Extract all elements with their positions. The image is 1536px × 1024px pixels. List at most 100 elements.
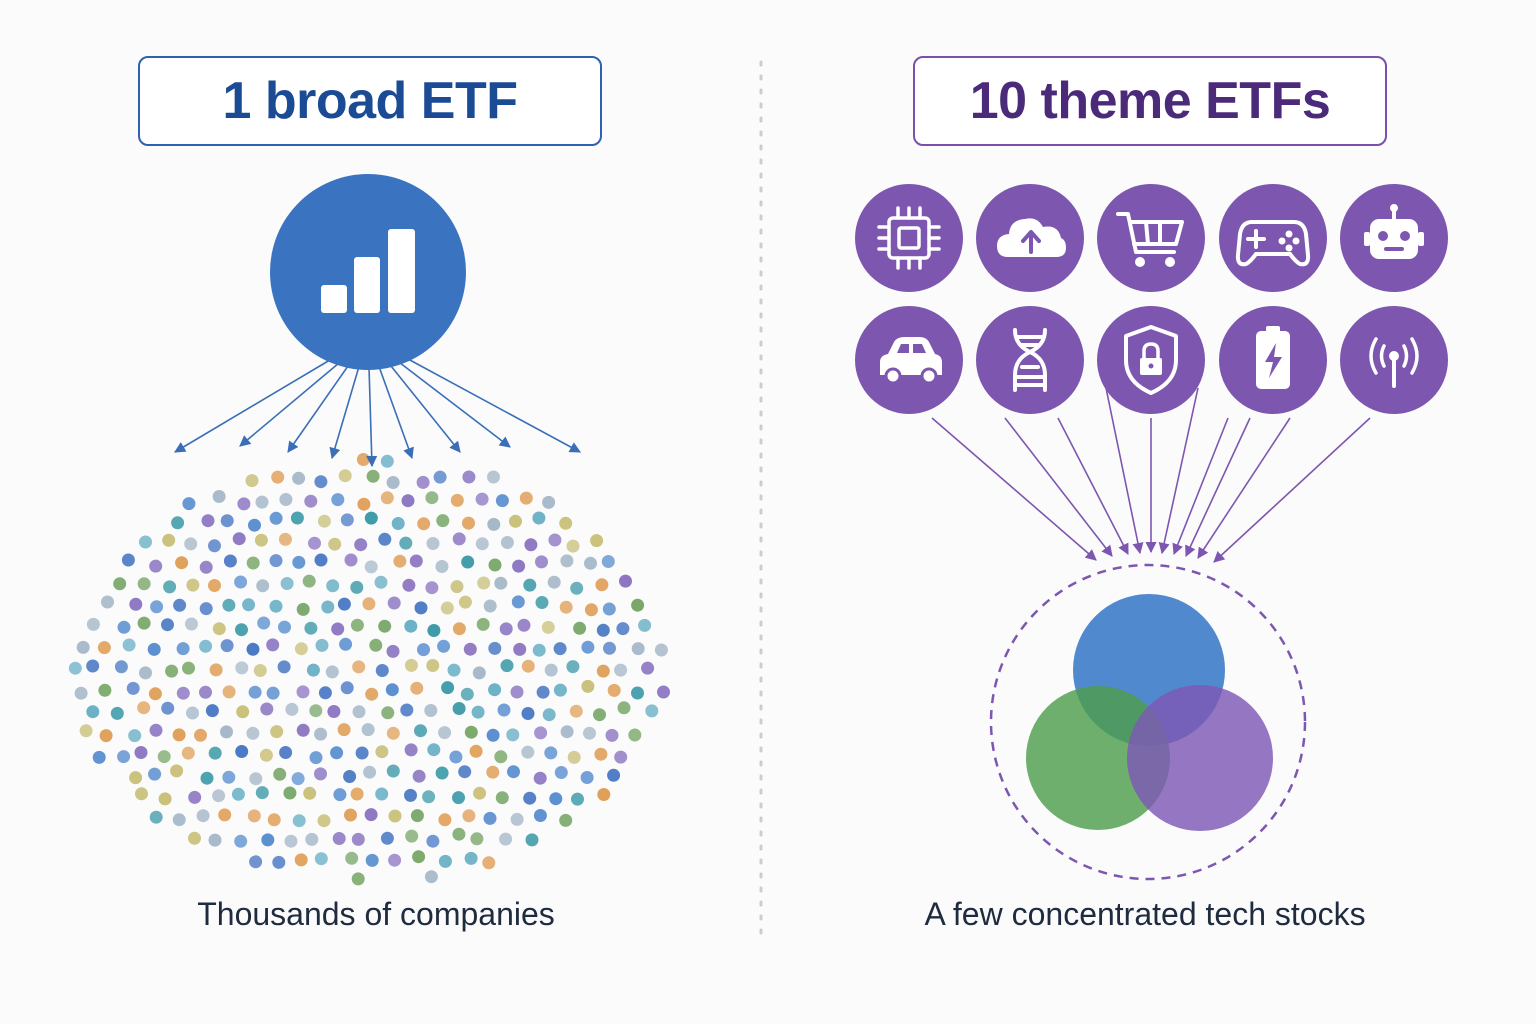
company-dot xyxy=(441,681,455,695)
company-dot xyxy=(122,638,136,652)
company-dot xyxy=(184,537,198,551)
theme-etf-arrow xyxy=(1213,417,1371,563)
company-dot xyxy=(487,470,500,484)
company-dot xyxy=(462,516,475,530)
company-dot xyxy=(560,725,574,739)
company-dot xyxy=(388,853,402,867)
company-dot xyxy=(452,827,466,841)
company-dot xyxy=(521,659,535,673)
company-dot xyxy=(135,787,148,801)
company-dot xyxy=(364,560,378,574)
company-dot xyxy=(400,703,414,717)
shield-lock-icon xyxy=(1097,306,1205,414)
company-dot xyxy=(596,623,610,637)
company-dot xyxy=(176,686,190,700)
theme-etfs-title: 10 theme ETFs xyxy=(969,72,1331,130)
company-dot xyxy=(410,809,424,823)
company-dot xyxy=(378,532,392,546)
company-dot xyxy=(364,808,378,822)
company-dot xyxy=(427,624,441,637)
theme-etf-arrow xyxy=(1158,387,1199,555)
company-dot xyxy=(535,596,549,609)
company-dot xyxy=(524,538,538,552)
company-dot xyxy=(188,831,201,845)
company-dot xyxy=(500,536,514,549)
company-dot xyxy=(303,786,317,800)
company-dot xyxy=(315,638,329,652)
company-dot xyxy=(500,659,514,673)
company-dot xyxy=(450,493,464,507)
company-dot xyxy=(242,598,256,612)
company-dot xyxy=(513,642,527,656)
dashed-boundary xyxy=(989,563,1307,881)
company-dot xyxy=(462,470,476,484)
company-dot xyxy=(631,686,644,700)
company-dot xyxy=(404,743,418,757)
company-dot xyxy=(317,814,331,828)
company-dot xyxy=(580,771,594,784)
company-dot xyxy=(364,511,378,525)
company-dot xyxy=(278,532,292,546)
company-dot xyxy=(266,686,280,700)
company-dot xyxy=(235,623,248,637)
company-dot xyxy=(510,812,524,826)
company-dot xyxy=(438,726,452,740)
company-dot xyxy=(405,829,419,843)
company-dot xyxy=(245,474,259,488)
company-dot xyxy=(425,581,439,595)
company-dot xyxy=(236,705,250,719)
company-dot xyxy=(199,560,213,574)
company-dot xyxy=(308,536,321,550)
company-dot xyxy=(404,658,418,672)
company-dot xyxy=(375,664,389,677)
broad-etf-title-box: 1 broad ETF xyxy=(138,56,602,146)
company-dot xyxy=(99,729,113,743)
company-dot xyxy=(171,516,185,530)
company-dot xyxy=(248,685,262,699)
cloud-upload-icon xyxy=(976,184,1084,292)
company-dot xyxy=(567,750,581,764)
concentrated-stocks-group xyxy=(989,563,1307,881)
company-dot xyxy=(354,538,368,552)
company-dot xyxy=(212,490,226,503)
battery-icon xyxy=(1219,306,1327,414)
company-dot xyxy=(162,533,176,547)
broad-etf-title: 1 broad ETF xyxy=(222,72,518,130)
company-dot xyxy=(542,708,556,722)
company-dot xyxy=(475,537,489,551)
company-dot xyxy=(424,870,438,884)
company-dot xyxy=(76,640,90,654)
company-dot xyxy=(477,576,491,590)
company-dot xyxy=(220,514,234,528)
company-dot xyxy=(212,789,226,803)
company-dot xyxy=(292,471,306,485)
company-dot xyxy=(645,704,659,718)
broad-etf-arrow xyxy=(393,357,511,448)
company-dot xyxy=(157,750,171,764)
company-dot xyxy=(271,470,285,484)
company-dot xyxy=(279,746,293,759)
company-dot xyxy=(86,659,100,673)
company-dot xyxy=(290,511,304,525)
company-dot xyxy=(327,705,341,718)
company-dot xyxy=(375,745,389,759)
company-dot xyxy=(344,808,357,822)
company-dot xyxy=(573,621,587,635)
company-dot xyxy=(292,814,306,828)
company-dot xyxy=(593,708,606,722)
dna-icon xyxy=(976,306,1084,414)
theme-etf-arrow xyxy=(1197,417,1291,559)
company-dot xyxy=(220,725,233,739)
company-dot xyxy=(325,665,339,679)
robot-icon xyxy=(1340,184,1448,292)
company-dot xyxy=(350,580,364,594)
company-dot xyxy=(343,770,357,783)
company-dot xyxy=(254,533,268,547)
company-dot xyxy=(435,766,449,780)
company-dot xyxy=(471,705,485,719)
company-dot xyxy=(235,745,249,758)
company-dot xyxy=(549,792,563,806)
company-dot xyxy=(596,664,610,678)
company-dot xyxy=(607,683,621,697)
